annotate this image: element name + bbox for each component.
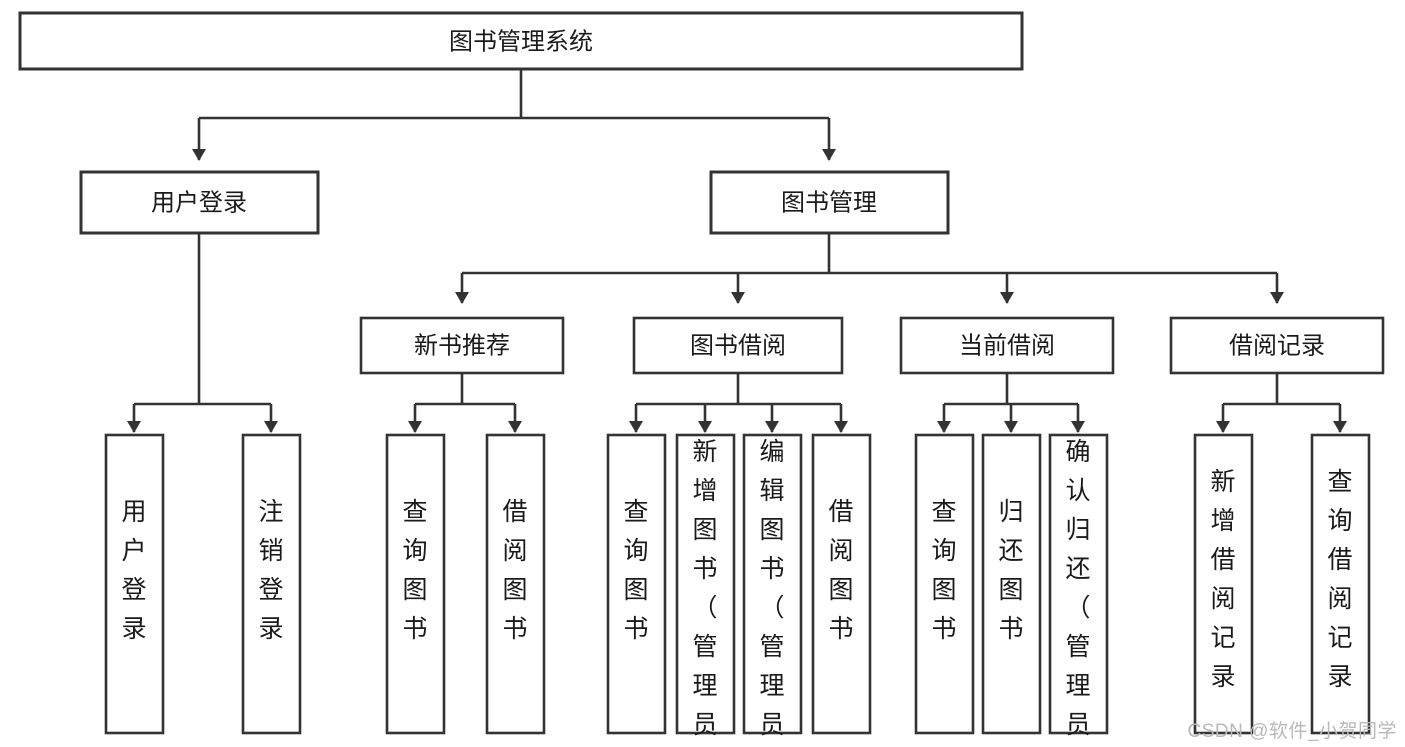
leaf-query-book-1-box[interactable] <box>385 433 446 735</box>
leaf-add-book-label: 新增图书（管理员） <box>692 438 717 747</box>
leaf-query-book-3-label: 查询图书 <box>931 498 956 643</box>
node-user-login-label: 用户登录 <box>151 189 247 216</box>
leaf-borrow-book-1[interactable]: 借阅图书 <box>485 433 546 735</box>
node-book-borrow-box[interactable] <box>632 316 844 375</box>
node-borrow-record-label: 借阅记录 <box>1229 332 1325 359</box>
leaf-edit-book[interactable]: 编辑图书（管理员） <box>742 433 803 747</box>
leaf-borrow-book-2[interactable]: 借阅图书 <box>811 433 872 735</box>
leaf-add-record-box[interactable] <box>1193 433 1254 735</box>
leaf-query-record-label: 查询借阅记录 <box>1327 468 1352 691</box>
node-root-label: 图书管理系统 <box>449 28 593 55</box>
leaf-user-logout[interactable]: 注销登录 <box>241 433 302 735</box>
leaf-borrow-book-2-box[interactable] <box>811 433 872 735</box>
leaf-query-book-1-label: 查询图书 <box>402 498 427 643</box>
leaf-query-book-2-box[interactable] <box>606 433 667 735</box>
leaf-borrow-book-1-box[interactable] <box>485 433 546 735</box>
node-root-box[interactable] <box>18 11 1024 71</box>
leaf-query-book-1[interactable]: 查询图书 <box>385 433 446 735</box>
leaf-user-logout-box[interactable] <box>241 433 302 735</box>
leaf-user-login-box[interactable] <box>104 433 165 735</box>
node-book-borrow[interactable]: 图书借阅 <box>632 316 844 375</box>
node-new-book-recommend-box[interactable] <box>359 316 565 375</box>
leaf-borrow-book-1-label: 借阅图书 <box>502 498 527 643</box>
leaf-query-record[interactable]: 查询借阅记录 <box>1310 433 1371 735</box>
leaf-add-record-label: 新增借阅记录 <box>1210 468 1235 691</box>
leaf-query-book-3[interactable]: 查询图书 <box>914 433 975 735</box>
leaf-edit-book-box[interactable] <box>742 433 803 735</box>
leaf-confirm-return-box[interactable] <box>1048 433 1109 735</box>
leaf-edit-book-label: 编辑图书（管理员） <box>759 438 784 747</box>
node-borrow-record[interactable]: 借阅记录 <box>1169 316 1385 375</box>
node-book-manage-box[interactable] <box>709 170 950 235</box>
leaf-query-book-2[interactable]: 查询图书 <box>606 433 667 735</box>
node-current-borrow-label: 当前借阅 <box>959 332 1055 359</box>
node-user-login-box[interactable] <box>79 170 320 235</box>
leaf-query-book-3-box[interactable] <box>914 433 975 735</box>
leaf-user-logout-label: 注销登录 <box>258 498 283 643</box>
leaf-borrow-book-2-label: 借阅图书 <box>828 498 853 643</box>
leaf-add-record[interactable]: 新增借阅记录 <box>1193 433 1254 735</box>
leaf-return-book-label: 归还图书 <box>998 498 1023 643</box>
leaf-query-book-2-label: 查询图书 <box>623 498 648 643</box>
leaf-query-record-box[interactable] <box>1310 433 1371 735</box>
leaf-user-login-label: 用户登录 <box>121 498 146 643</box>
node-new-book-recommend[interactable]: 新书推荐 <box>359 316 565 375</box>
node-new-book-recommend-label: 新书推荐 <box>414 332 510 359</box>
node-current-borrow-box[interactable] <box>899 316 1115 375</box>
node-borrow-record-box[interactable] <box>1169 316 1385 375</box>
leaf-user-login[interactable]: 用户登录 <box>104 433 165 735</box>
leaf-confirm-return[interactable]: 确认归还（管理员） <box>1048 433 1109 747</box>
node-book-borrow-label: 图书借阅 <box>690 332 786 359</box>
leaf-return-book-box[interactable] <box>981 433 1042 735</box>
leaf-confirm-return-label: 确认归还（管理员） <box>1065 438 1090 747</box>
node-book-manage[interactable]: 图书管理 <box>709 170 950 235</box>
connector-layer <box>127 69 1347 433</box>
node-user-login[interactable]: 用户登录 <box>79 170 320 235</box>
leaf-add-book[interactable]: 新增图书（管理员） <box>675 433 736 747</box>
leaf-add-book-box[interactable] <box>675 433 736 735</box>
node-book-manage-label: 图书管理 <box>781 189 877 216</box>
node-root[interactable]: 图书管理系统 <box>18 11 1024 71</box>
leaf-return-book[interactable]: 归还图书 <box>981 433 1042 735</box>
node-current-borrow[interactable]: 当前借阅 <box>899 316 1115 375</box>
